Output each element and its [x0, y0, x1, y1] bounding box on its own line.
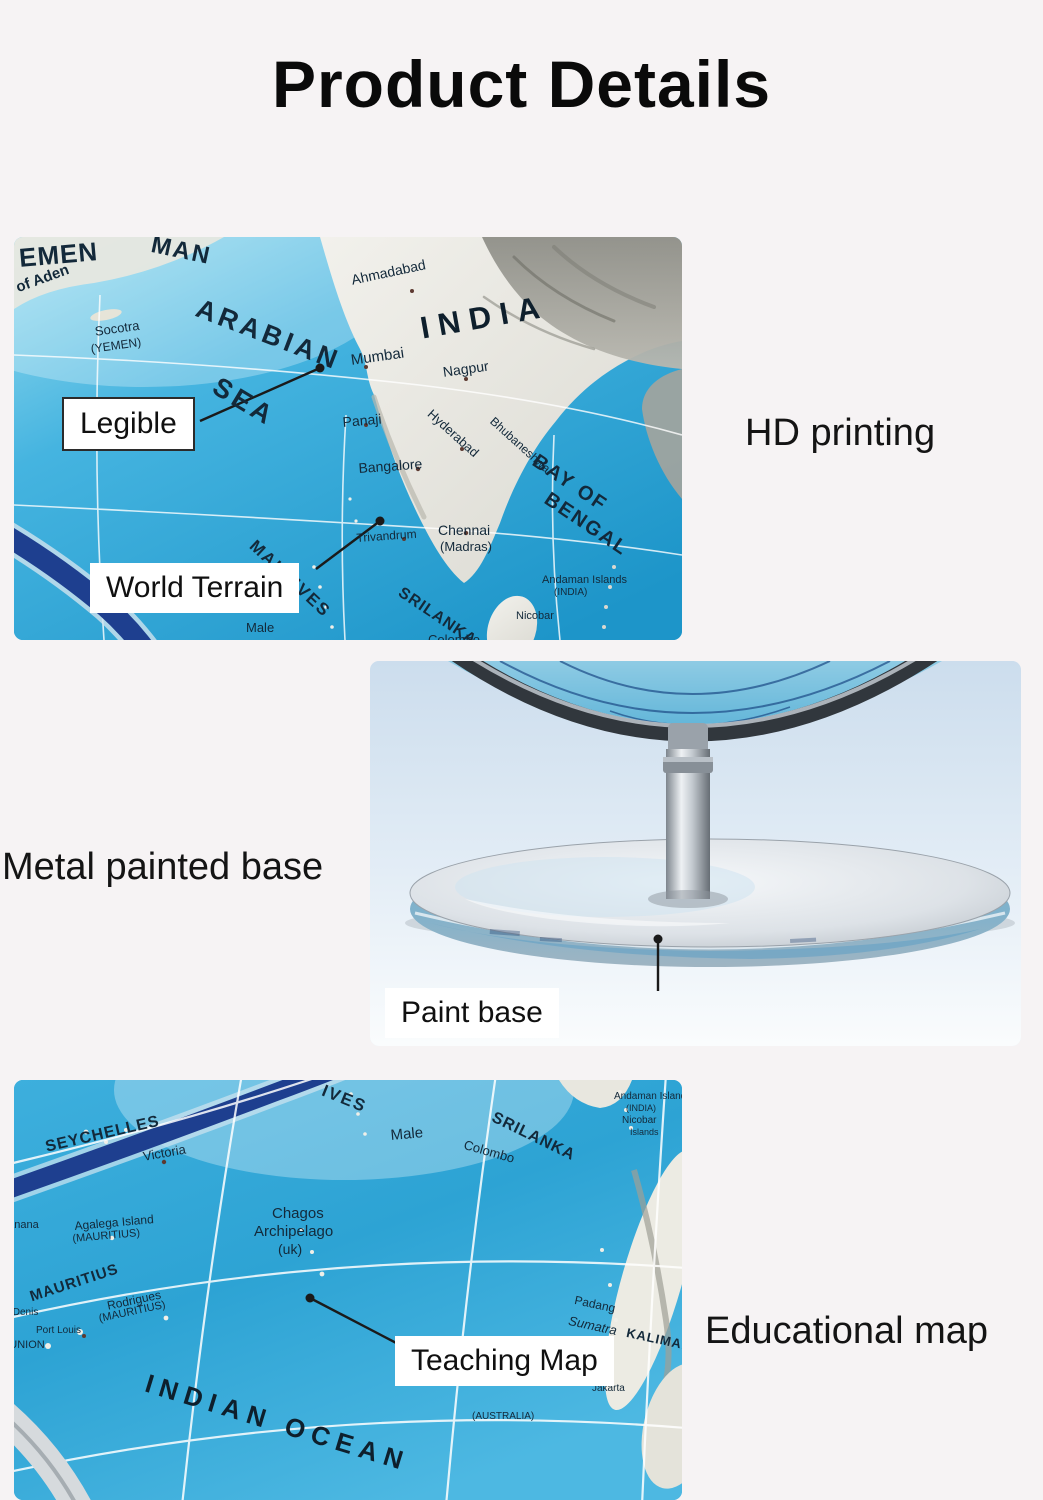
callout-dot: [375, 516, 385, 526]
pole-collar-highlight: [663, 757, 713, 762]
map-label: REUNION: [14, 1339, 45, 1351]
map-label: Male: [389, 1124, 424, 1144]
myanmar-terrain: [642, 369, 682, 499]
himalaya-terrain: [482, 237, 682, 369]
map-label: Port Louis: [36, 1325, 82, 1336]
map-label: Chennai: [438, 522, 491, 538]
page-title: Product Details: [271, 47, 772, 121]
callout-leaders: [305, 1293, 403, 1348]
metal-base-art: [370, 661, 1021, 1046]
callout-leaders: [199, 363, 385, 570]
map-label: Chagos: [272, 1205, 324, 1222]
map-label: (AUSTRALIA): [472, 1411, 535, 1422]
andaman-islands: [602, 565, 616, 629]
java-island: [641, 1363, 682, 1489]
srilanka-tip: [559, 1080, 632, 1108]
metal-base-photo: Paint base: [370, 661, 1021, 1046]
city-dots: [364, 289, 469, 541]
caption-educational-map: Educational map: [705, 1310, 989, 1352]
sumatra-terrain: [631, 1169, 672, 1391]
callout-leaders: [653, 934, 663, 991]
indian-ocean-photo: IVES SRILANKA Male Colombo Andaman Islan…: [14, 1080, 682, 1500]
socotra-island: [90, 309, 122, 321]
maldives-islands: [312, 497, 358, 629]
arabia-landmass: [14, 237, 224, 309]
sumatra-island: [604, 1149, 682, 1411]
rim-blue-reflection: [430, 923, 980, 959]
callout-dot: [315, 363, 325, 373]
map-label: Colombo: [428, 632, 481, 640]
map-label: Nicobar: [622, 1115, 657, 1126]
callout-world-terrain: World Terrain: [90, 563, 300, 613]
navy-band: [14, 1080, 333, 1198]
map-label: (INDIA): [626, 1103, 656, 1113]
callout-dot: [653, 934, 663, 944]
support-pole: [666, 749, 710, 899]
silver-ring-line: [14, 1421, 76, 1500]
globe-india-photo: EMEN MAN of Aden Socotra (YEMEN) ARABIAN…: [14, 237, 682, 640]
map-label: Antsiranana: [14, 1219, 39, 1231]
pole-shadow: [648, 890, 728, 908]
callout-teaching-map: Teaching Map: [395, 1336, 614, 1386]
callout-paint-base: Paint base: [385, 988, 559, 1038]
callout-dot: [305, 1293, 315, 1303]
graticule: [14, 1080, 682, 1500]
city-dots: [82, 1159, 167, 1338]
map-label: St-Denis: [14, 1307, 39, 1318]
srilanka-island: [486, 595, 538, 640]
map-label: (uk): [278, 1241, 303, 1257]
map-label: Andaman Islands: [614, 1091, 682, 1102]
rim-reflection-marks: [489, 929, 817, 943]
map-label: (Madras): [440, 539, 493, 554]
map-label: Jakarta: [592, 1383, 625, 1394]
callout-legible: Legible: [62, 397, 195, 451]
map-label: Male: [246, 620, 275, 635]
graticule: [14, 294, 682, 640]
map-label: Archipelago: [254, 1223, 334, 1240]
caption-metal-painted-base: Metal painted base: [2, 846, 324, 888]
map-label: Nicobar: [516, 610, 554, 622]
map-label: Panaji: [341, 410, 383, 430]
map-label: (INDIA): [554, 587, 588, 598]
caption-hd-printing: HD printing: [745, 412, 936, 454]
small-islands: [45, 1090, 633, 1349]
disc-highlight: [465, 899, 730, 927]
terrain-streaks: [371, 245, 656, 520]
map-label: Islands: [630, 1127, 659, 1137]
map-label: Andaman Islands: [542, 574, 627, 586]
indian-ocean-art: [14, 1080, 682, 1500]
